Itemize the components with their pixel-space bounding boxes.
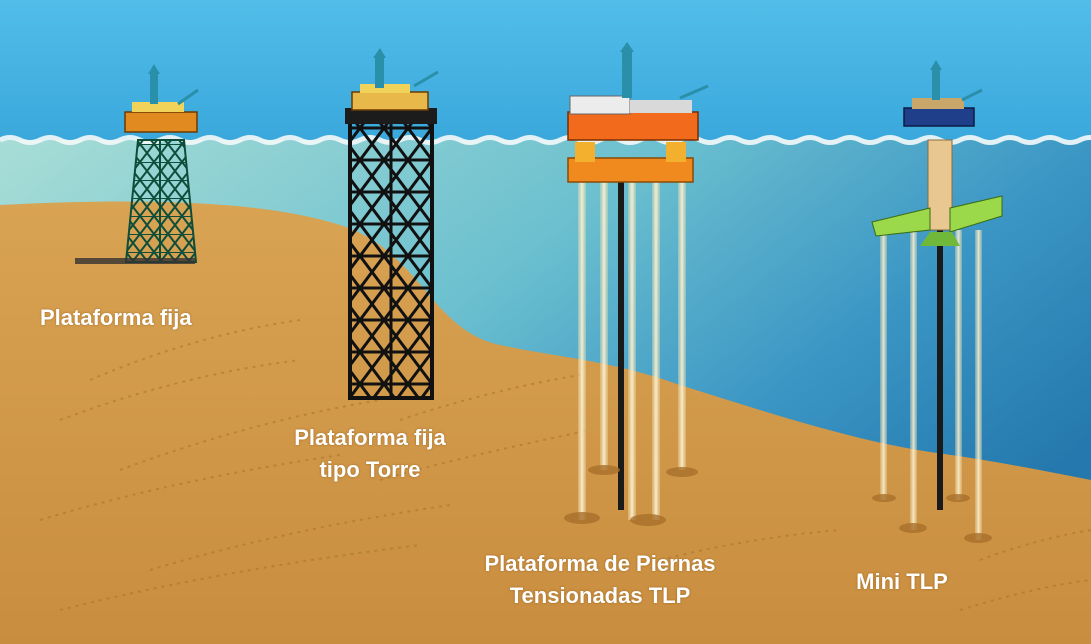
label-tlp-platform: Plataforma de Piernas Tensionadas TLP (450, 548, 750, 612)
label-tower-platform-line2: tipo Torre (319, 457, 421, 482)
label-mini-tlp-text: Mini TLP (856, 569, 948, 594)
label-tlp-platform-line2: Tensionadas TLP (509, 583, 691, 608)
seabed (0, 201, 1091, 644)
tlp-platform-illustration (564, 42, 709, 526)
label-tower-platform: Plataforma fija tipo Torre (270, 422, 470, 486)
fixed-platform-illustration (75, 64, 199, 264)
seabed-texture (39, 319, 1091, 611)
label-tower-platform-line1: Plataforma fija (294, 425, 446, 450)
label-fixed-platform-text: Plataforma fija (40, 305, 192, 330)
mini-tlp-illustration (871, 60, 1003, 543)
label-fixed-platform: Plataforma fija (40, 302, 192, 334)
label-tlp-platform-line1: Plataforma de Piernas (484, 551, 716, 576)
label-mini-tlp: Mini TLP (832, 566, 972, 598)
tower-platform-illustration (345, 48, 439, 400)
